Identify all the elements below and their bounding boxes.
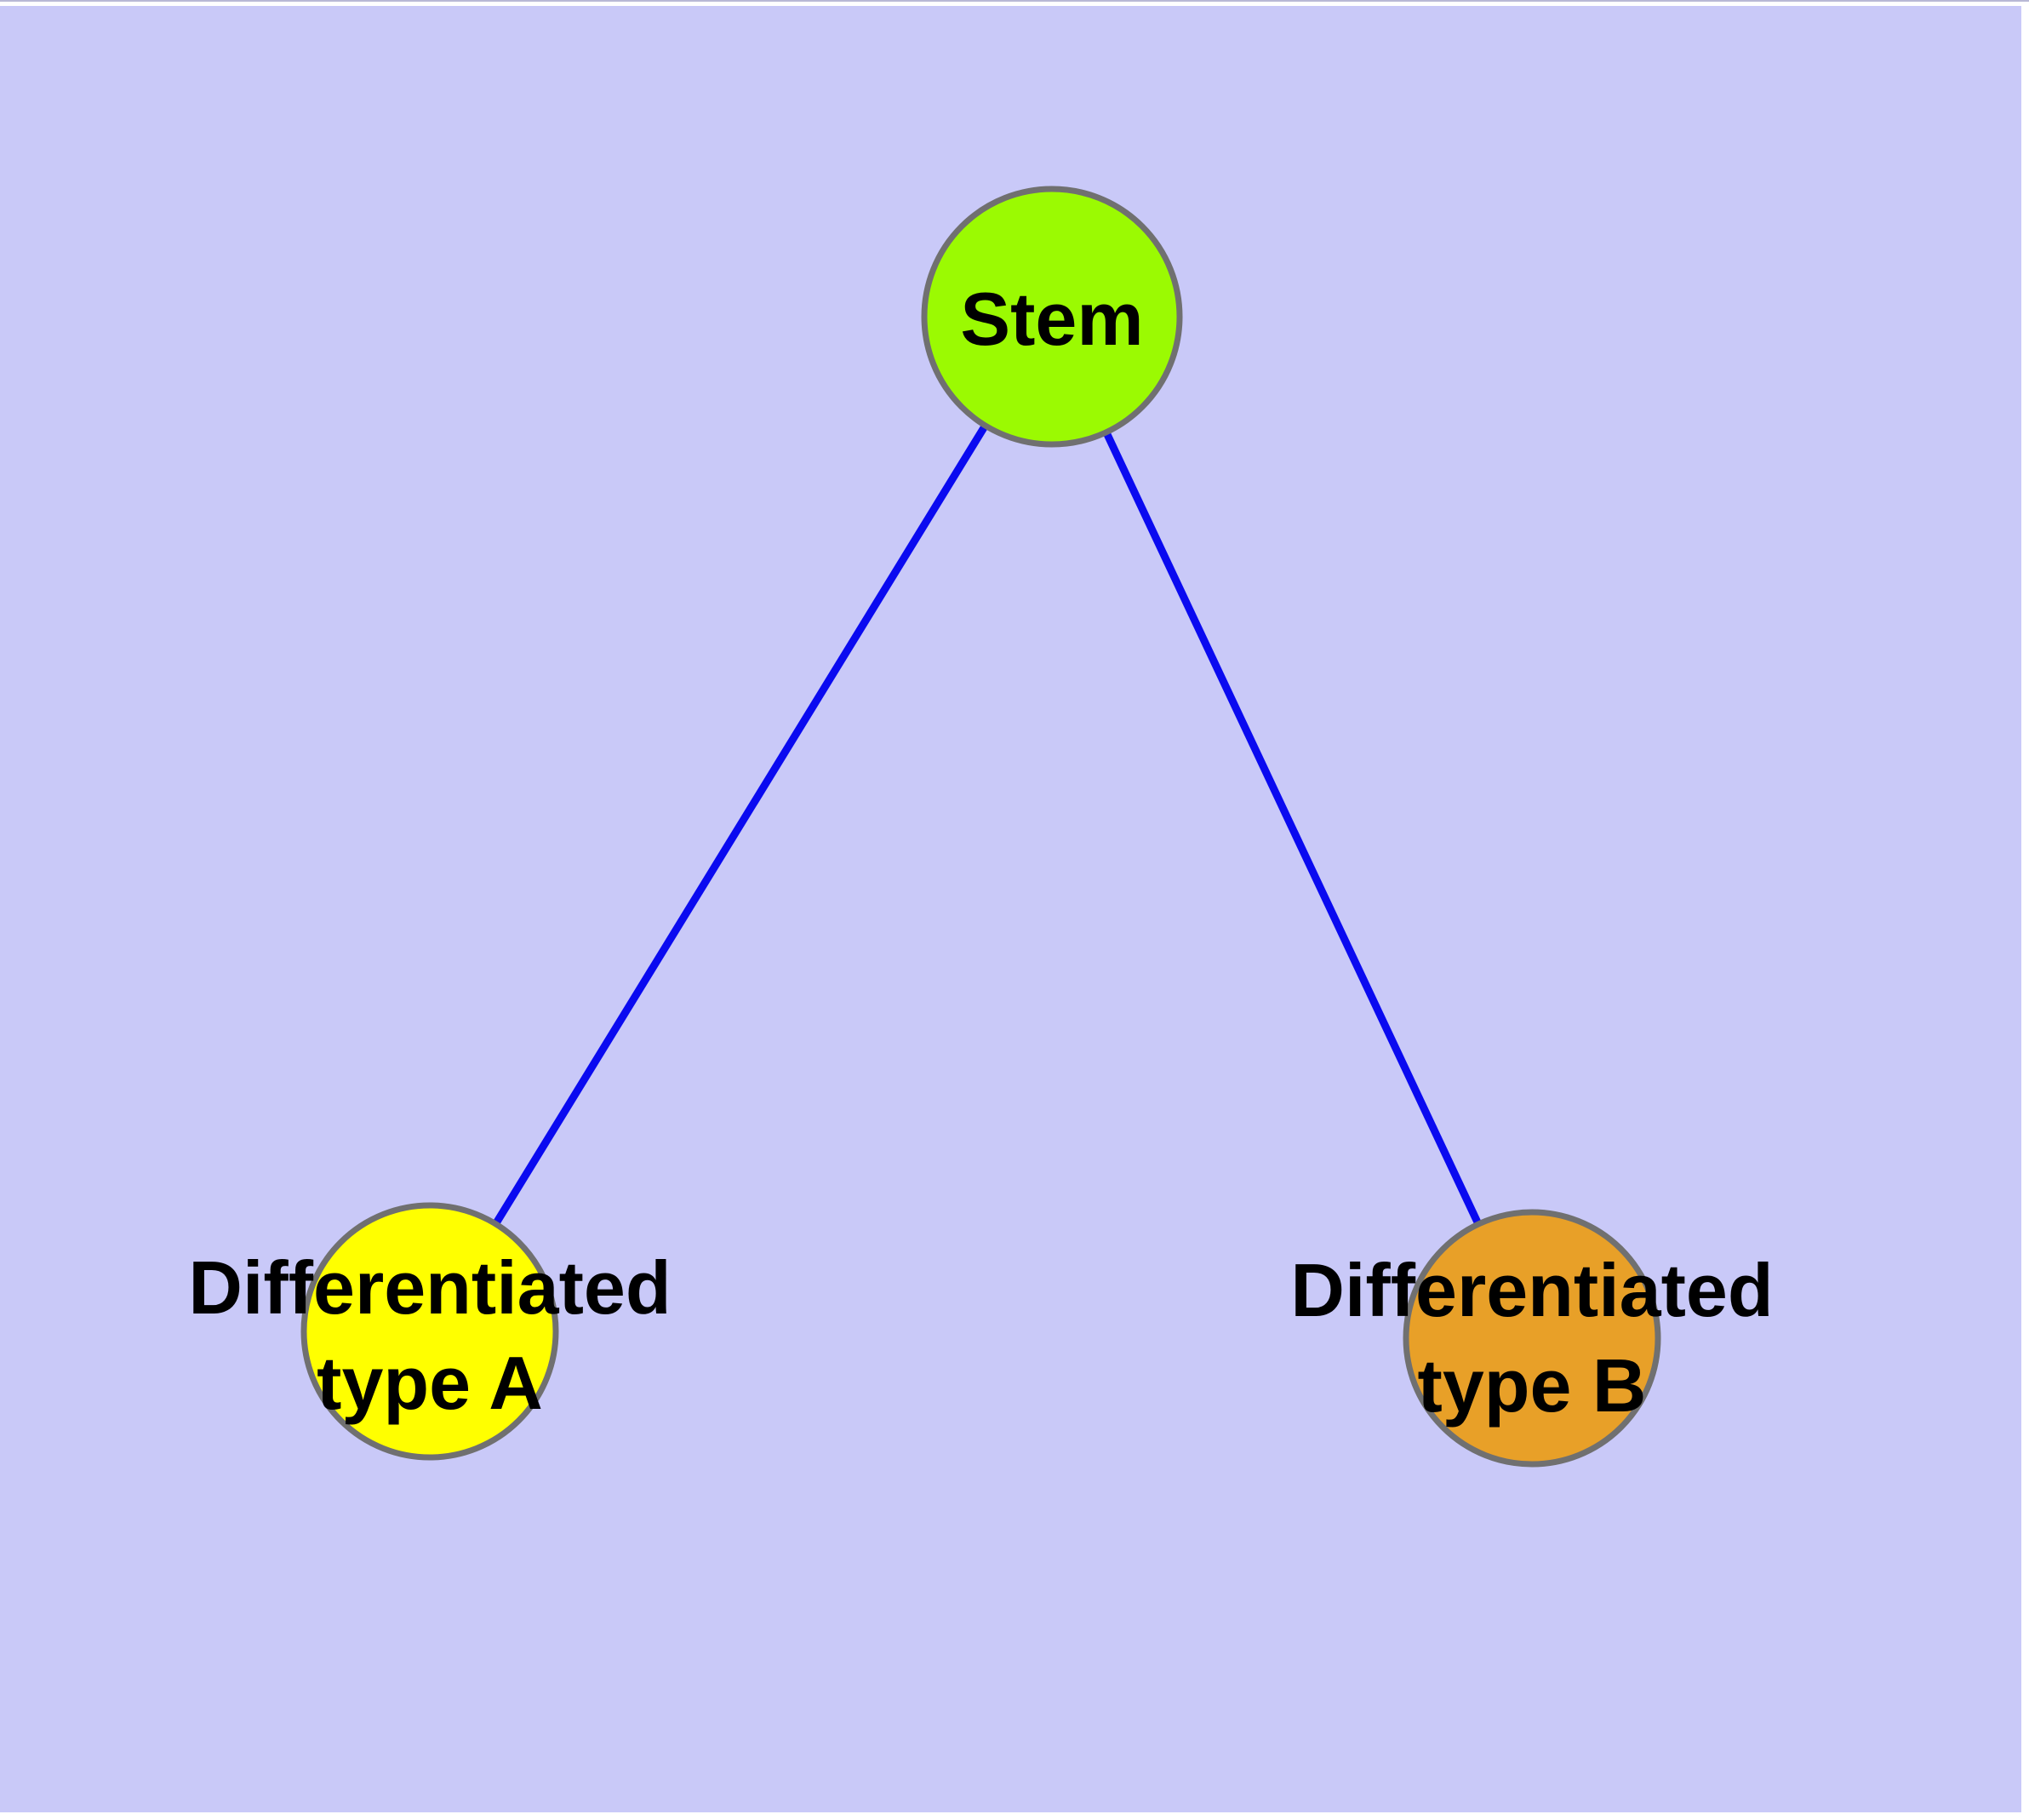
type-a-node-label: Differentiated type A — [188, 1240, 671, 1431]
window-top-edge — [0, 0, 2029, 2]
type-b-label-line2: type B — [1417, 1343, 1647, 1428]
stem-node-circle — [921, 186, 1183, 448]
type-a-label-line2: type A — [317, 1341, 543, 1425]
edge-stem-to-type-a — [426, 314, 1055, 1334]
type-b-node-circle — [1403, 1209, 1661, 1468]
type-b-label-line1: Differentiated — [1290, 1248, 1774, 1332]
stem-node-label: Stem — [960, 277, 1144, 361]
type-a-node-circle — [300, 1202, 559, 1461]
type-a-label-line1: Differentiated — [188, 1245, 672, 1330]
type-b-node-label: Differentiated type B — [1290, 1243, 1773, 1434]
edge-stem-to-type-b — [1048, 315, 1536, 1340]
